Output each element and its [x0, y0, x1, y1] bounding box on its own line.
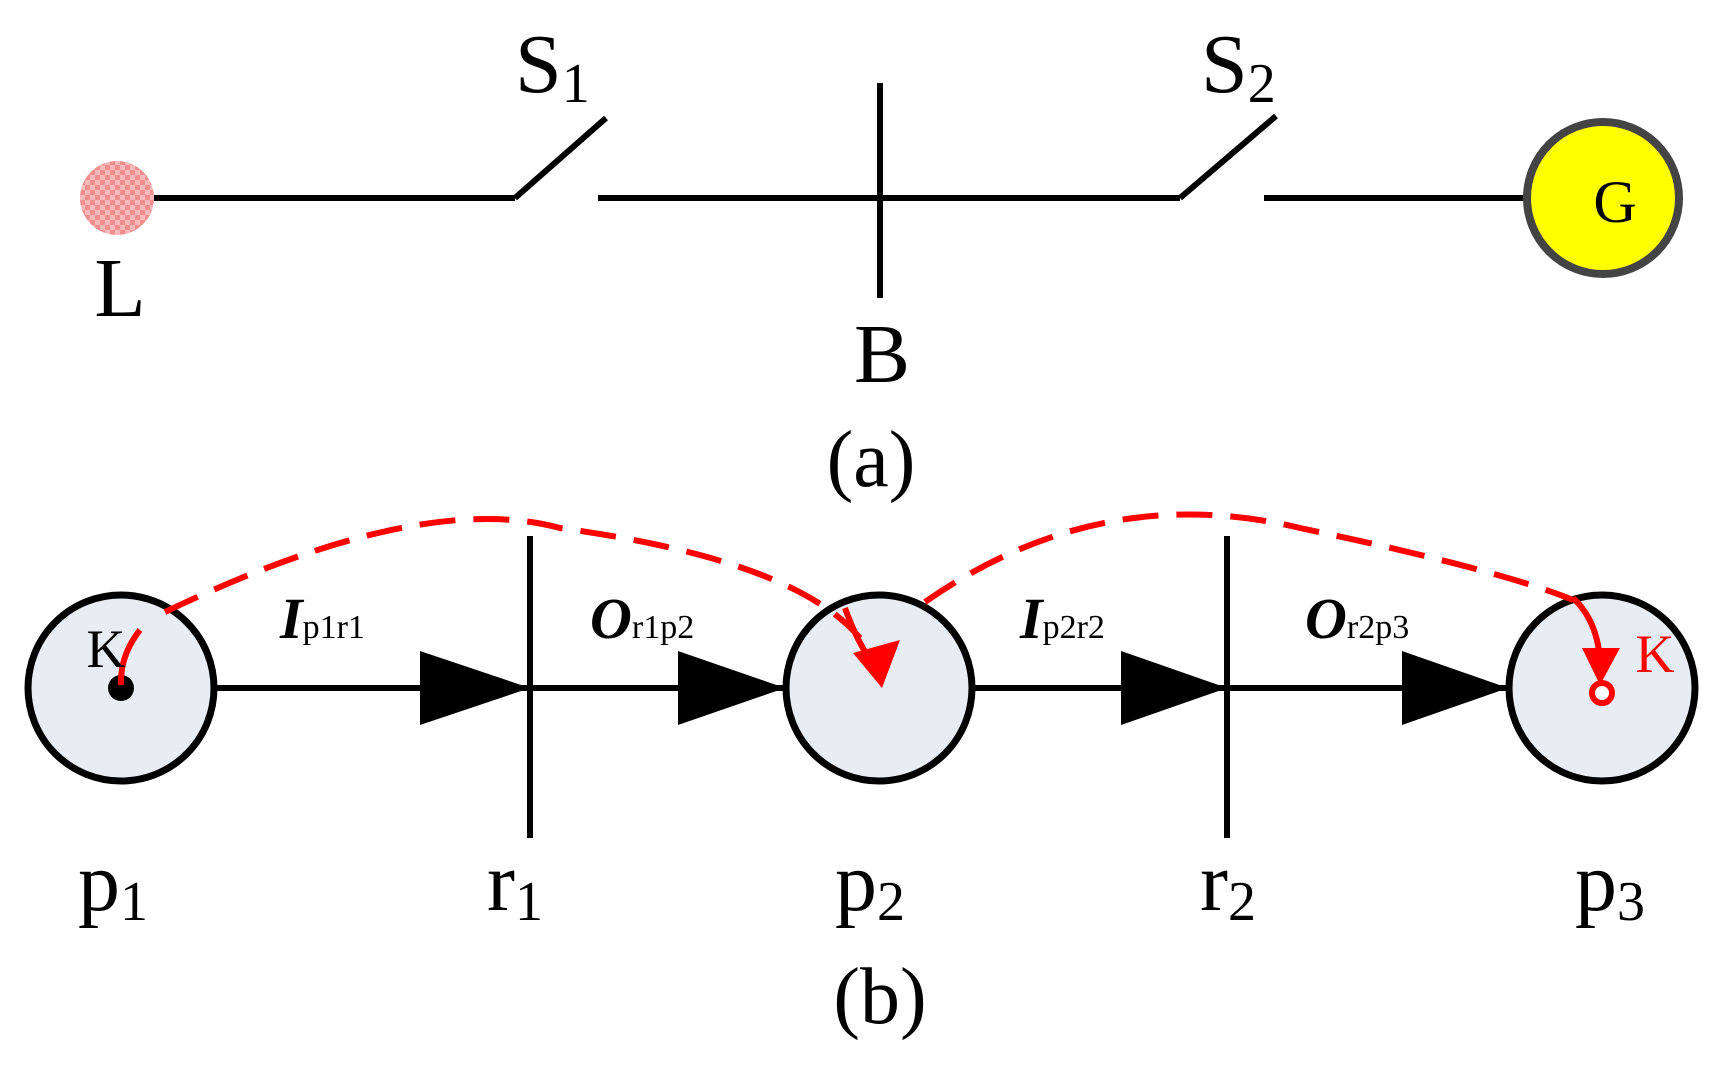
transition-label-r2: r2: [1200, 836, 1256, 933]
arc-label-4-sub: r2p3: [1347, 609, 1409, 646]
transition-label-r2-sub: 2: [1228, 871, 1256, 933]
switch1-blade: [513, 115, 608, 201]
bus-label: B: [854, 308, 910, 401]
arc-label-4-main: O: [1305, 586, 1347, 651]
place-label-p3: p3: [1575, 836, 1645, 933]
caption-a: (a): [827, 416, 916, 504]
arc-label-1: Ip1r1: [279, 586, 365, 651]
transition-label-r2-main: r: [1200, 836, 1228, 929]
arrowhead-p2-r2: [1121, 651, 1227, 725]
load-label: L: [94, 242, 145, 335]
token-label-end: K: [1636, 624, 1675, 684]
transition-label-r1-sub: 1: [515, 871, 543, 933]
place-label-p1-sub: 1: [120, 871, 148, 933]
arrowhead-p1-r1: [420, 651, 530, 725]
arc-label-3-sub: p2r2: [1043, 609, 1105, 646]
switch1-label-sub: 1: [562, 53, 590, 115]
token-label-start: K: [87, 619, 126, 679]
switch2-label: S2: [1201, 18, 1276, 115]
place-label-p1: p1: [78, 836, 148, 933]
place-label-p2-main: p: [835, 836, 877, 929]
place-label-p2-sub: 2: [877, 871, 905, 933]
switch1-label-main: S: [515, 18, 562, 111]
switch1-label: S1: [515, 18, 590, 115]
generator-label: G: [1593, 169, 1636, 235]
token-arrowhead-mid: [853, 640, 900, 688]
token-path-p2-p3: [923, 511, 1575, 605]
place-label-p3-main: p: [1575, 836, 1617, 929]
generator-node: [1523, 118, 1683, 278]
arc-label-1-main: I: [279, 586, 305, 651]
token-dot: [108, 675, 134, 701]
switch2-label-main: S: [1201, 18, 1248, 111]
transition-label-r1: r1: [487, 836, 543, 933]
token-path-p1-p2: [163, 515, 863, 640]
place-label-p2: p2: [835, 836, 905, 933]
arc-label-4: Or2p3: [1305, 586, 1409, 651]
place-label-p1-main: p: [78, 836, 120, 929]
arc-label-1-sub: p1r1: [303, 609, 365, 646]
token-curl-start: [117, 628, 143, 686]
arc-label-2-sub: r1p2: [632, 609, 694, 646]
arc-label-2: Or1p2: [590, 586, 694, 651]
panel-b: K K Ip1r1 Or1p2 Ip2r2 Or2p3 p1 p2 p3 r1: [24, 511, 1699, 1041]
caption-b: (b): [833, 953, 926, 1041]
transition-label-r1-main: r: [487, 836, 515, 929]
token-target-dot: [1589, 680, 1615, 706]
panel-a: G L S1 S2 B (a): [80, 18, 1683, 504]
place-p2: [782, 591, 976, 785]
switch2-label-sub: 2: [1248, 53, 1276, 115]
arrowhead-r1-p2: [678, 651, 785, 725]
place-label-p3-sub: 3: [1617, 871, 1645, 933]
load-node: [80, 161, 154, 235]
token-arrowhead-end: [1582, 648, 1620, 685]
arc-label-2-main: O: [590, 586, 632, 651]
arrowhead-r2-p3: [1402, 651, 1508, 725]
arc-label-3-main: I: [1019, 586, 1045, 651]
arc-label-3: Ip2r2: [1019, 586, 1105, 651]
switch2-blade: [1178, 113, 1278, 201]
